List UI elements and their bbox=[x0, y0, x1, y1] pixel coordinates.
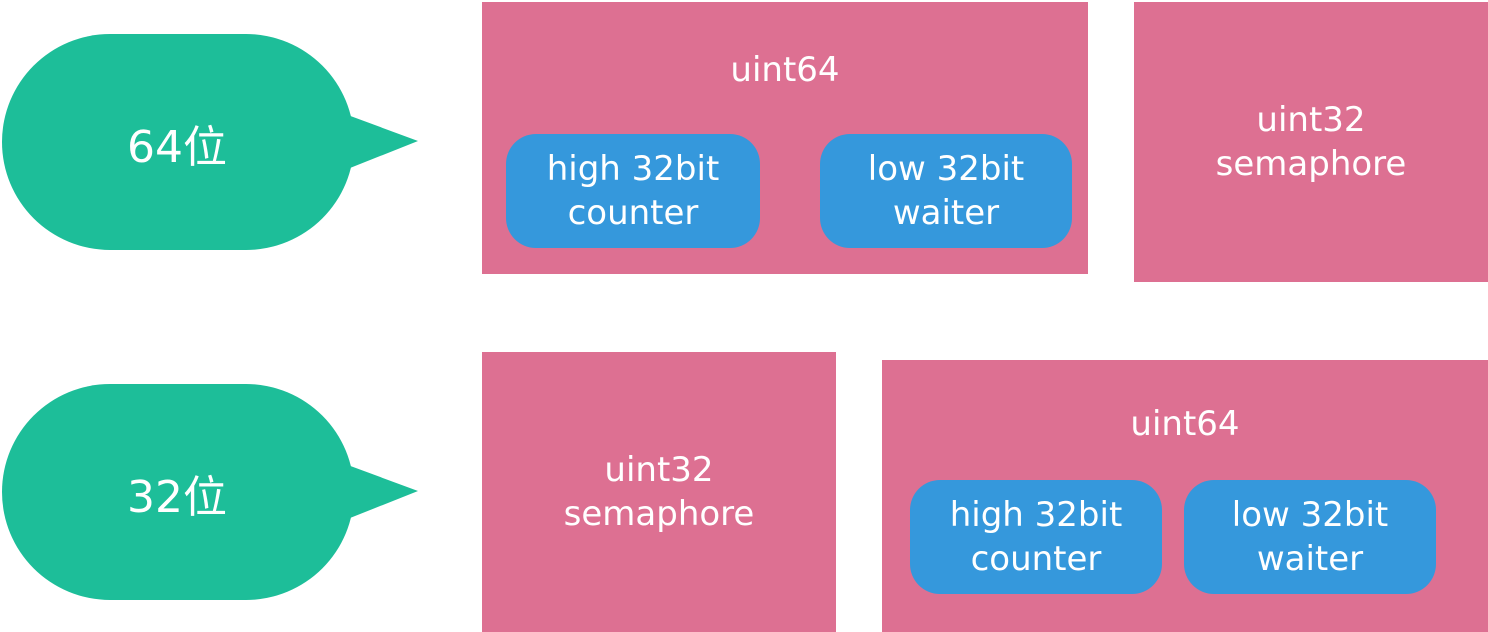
uint32-line2: semaphore bbox=[1215, 144, 1407, 184]
uint32-semaphore-box-32: uint32 semaphore bbox=[482, 352, 836, 632]
uint32-semaphore-box-64: uint32 semaphore bbox=[1134, 2, 1488, 282]
low-waiter-pill: low 32bit waiter bbox=[820, 134, 1072, 248]
uint64-title: uint64 bbox=[1130, 404, 1240, 444]
high-counter-pill: high 32bit counter bbox=[506, 134, 760, 248]
low-line1: low 32bit bbox=[1231, 495, 1389, 535]
low-line1: low 32bit bbox=[867, 149, 1025, 189]
speech-bubble-shape bbox=[2, 34, 418, 250]
high-line2: counter bbox=[567, 193, 699, 233]
speech-bubble-shape bbox=[2, 384, 418, 600]
arch-bubble-64: 64位 bbox=[0, 34, 420, 254]
uint64-box-64: uint64 high 32bit counter low 32bit wait… bbox=[482, 2, 1088, 274]
low-waiter-pill: low 32bit waiter bbox=[1184, 480, 1436, 594]
uint64-title: uint64 bbox=[730, 50, 840, 90]
high-counter-pill: high 32bit counter bbox=[910, 480, 1162, 594]
high-line2: counter bbox=[970, 539, 1102, 579]
uint32-line1: uint32 bbox=[604, 450, 714, 490]
high-line1: high 32bit bbox=[949, 495, 1123, 535]
uint32-line2: semaphore bbox=[563, 494, 755, 534]
low-line2: waiter bbox=[892, 193, 1000, 233]
arch-bubble-32: 32位 bbox=[0, 384, 420, 604]
arch-label-64: 64位 bbox=[127, 122, 227, 173]
uint64-box-32: uint64 high 32bit counter low 32bit wait… bbox=[882, 360, 1488, 632]
high-line1: high 32bit bbox=[546, 149, 720, 189]
low-line2: waiter bbox=[1256, 539, 1364, 579]
uint32-line1: uint32 bbox=[1256, 100, 1366, 140]
arch-label-32: 32位 bbox=[127, 472, 227, 523]
